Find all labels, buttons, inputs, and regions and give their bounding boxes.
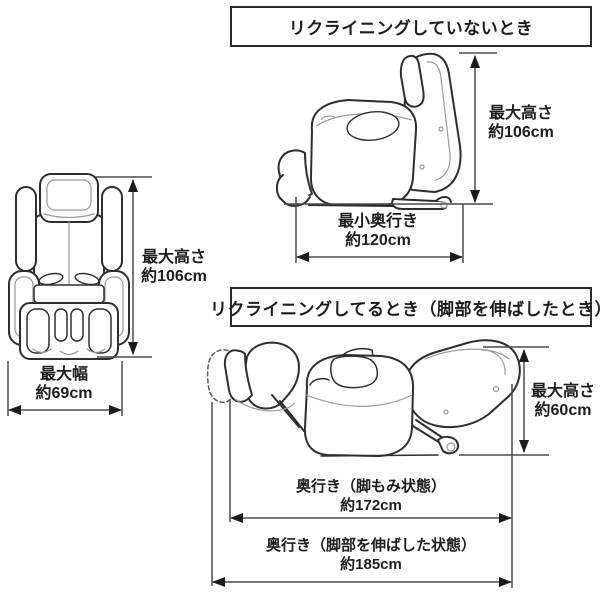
reclined-chair-illustration (206, 339, 521, 457)
front-max-width-label: 最大幅 約69cm (24, 365, 104, 403)
section-title-not-reclining: リクライニングしていないとき (230, 6, 592, 47)
dimension-name: 最大高さ (141, 249, 206, 266)
reclined-depth-massage-label: 奥行き（脚もみ状態） 約172cm (291, 477, 451, 515)
reclined-depth-extended-label: 奥行き（脚部を伸ばした状態） 約185cm (266, 536, 476, 574)
dimension-value: 約106cm (141, 268, 207, 285)
dimension-value: 約185cm (340, 556, 402, 573)
dimension-value: 約172cm (340, 497, 402, 514)
upright-side-view-chair-illustration (276, 52, 462, 210)
dimension-name: 最大幅 (39, 366, 88, 383)
front-max-height-label: 最大高さ 約106cm (134, 248, 214, 286)
dimension-name: 最小奥行き (337, 213, 418, 230)
dimension-value: 約120cm (345, 232, 411, 249)
front-view-chair-illustration (8, 173, 130, 360)
dimension-name: 奥行き（脚もみ状態） (295, 478, 446, 495)
dimension-name: 最大高さ (488, 105, 553, 122)
dimension-name: 最大高さ (530, 383, 595, 400)
upright-max-height-label: 最大高さ 約106cm (477, 104, 565, 142)
section-title-reclining: リクライニングしてるとき（脚部を伸ばしたとき） (210, 287, 600, 327)
dimension-value: 約60cm (534, 402, 592, 419)
dimension-value: 約69cm (35, 385, 93, 402)
upright-min-depth-label: 最小奥行き 約120cm (318, 212, 438, 250)
extended-legrest-ghost-outline (206, 349, 236, 404)
reclined-max-height-label: 最大高さ 約60cm (527, 382, 599, 420)
dimension-value: 約106cm (488, 124, 554, 141)
dimension-name: 奥行き（脚部を伸ばした状態） (266, 537, 477, 554)
